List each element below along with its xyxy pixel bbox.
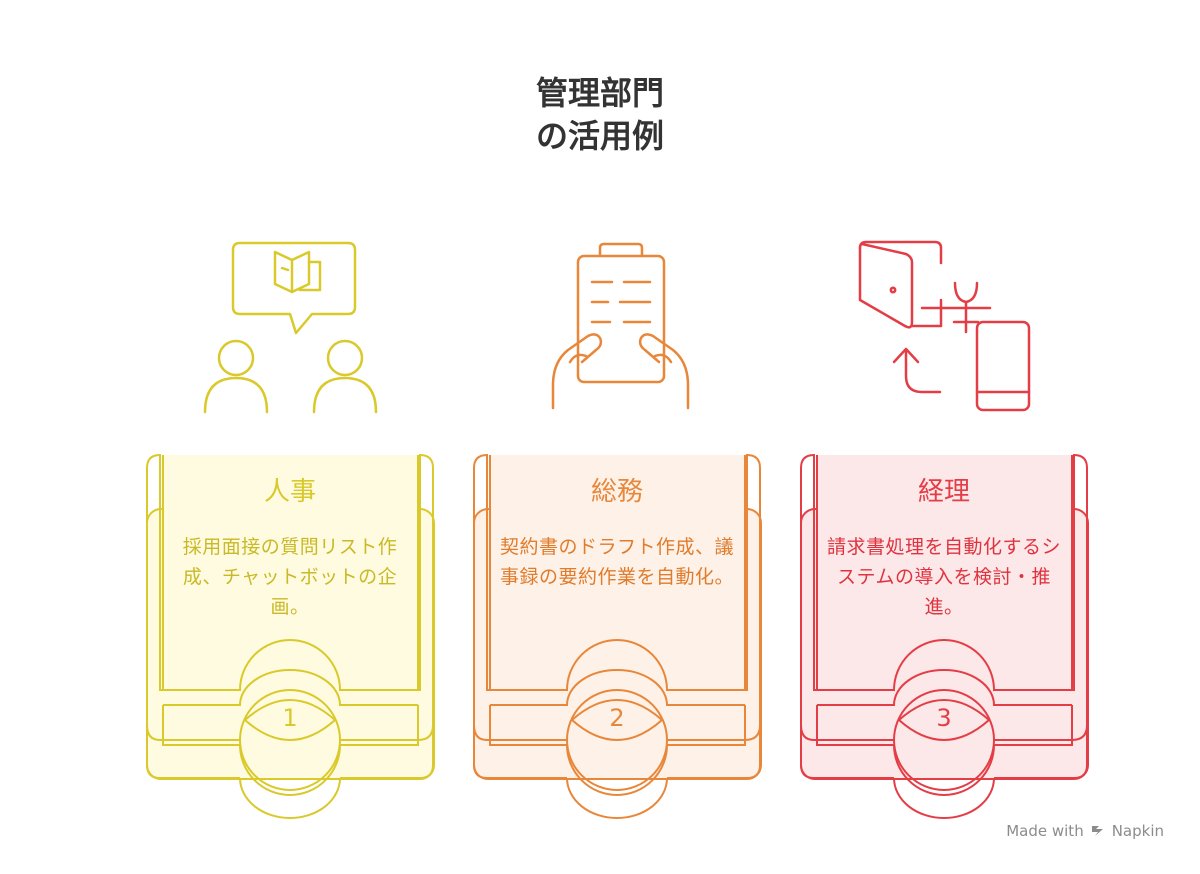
card-hr-body: 採用面接の質問リスト作成、チャットボットの企画。 <box>182 536 398 618</box>
napkin-logo-icon <box>1091 826 1103 836</box>
card-general-affairs-number: 2 <box>609 704 625 732</box>
interview-icon <box>203 241 378 414</box>
card-hr <box>146 453 435 819</box>
card-general-affairs-title: 総務 <box>590 477 643 507</box>
card-accounting-title: 経理 <box>917 477 970 507</box>
clipboard-hands-icon <box>551 242 690 410</box>
page-title-line-1: 管理部門 <box>535 74 664 112</box>
page-title: 管理部門 の活用例 <box>0 72 1200 158</box>
card-accounting-number: 3 <box>936 704 952 732</box>
card-hr-title: 人事 <box>263 477 316 507</box>
card-hr-front-panel <box>163 455 418 690</box>
page-title-line-2: の活用例 <box>535 117 664 155</box>
card-hr-number: 1 <box>282 704 298 732</box>
card-general-affairs <box>473 453 762 819</box>
card-general-affairs-body: 契約書のドラフト作成、議事録の要約作業を自動化。 <box>499 536 734 588</box>
card-accounting <box>800 453 1089 819</box>
card-accounting-body: 請求書処理を自動化するシステムの導入を検討・推進。 <box>826 536 1061 618</box>
napkin-brand-label: Napkin <box>1111 822 1164 840</box>
made-with-napkin[interactable]: Made with Napkin <box>1006 822 1164 840</box>
invoice-automation-icon <box>858 240 1031 412</box>
made-with-label: Made with <box>1006 822 1084 840</box>
